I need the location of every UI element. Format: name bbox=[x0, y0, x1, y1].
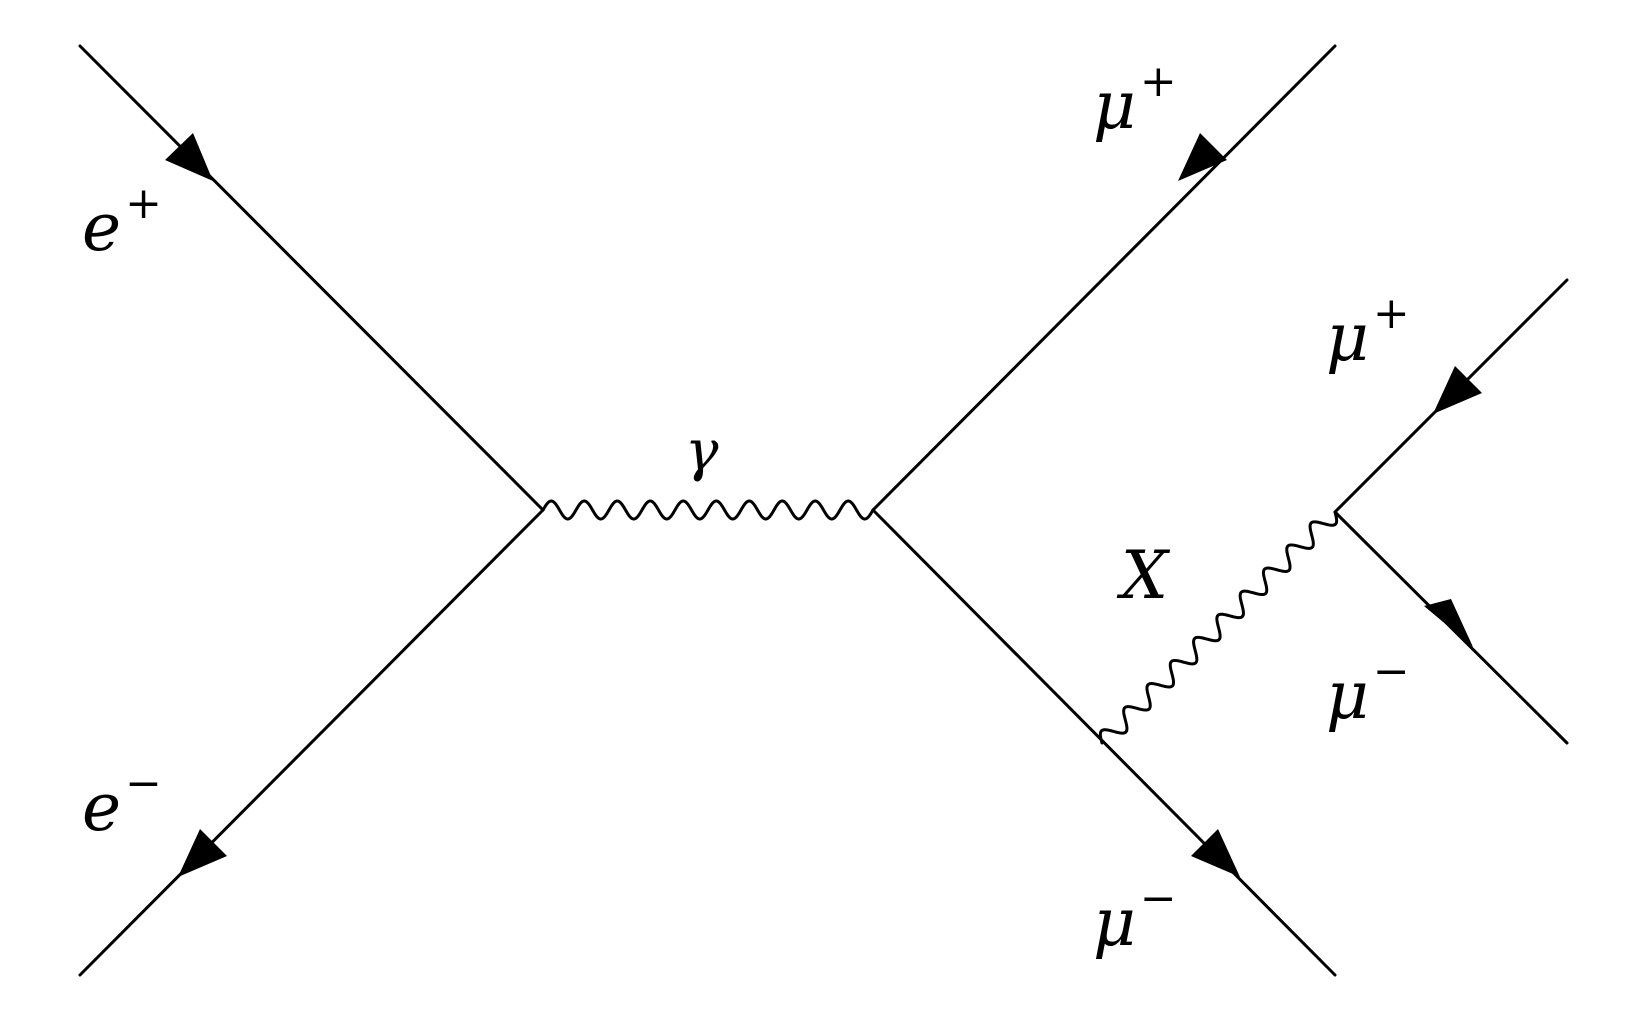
x-boson-propagator bbox=[1098, 510, 1339, 745]
photon-label: γ bbox=[685, 419, 719, 484]
mu-plus-right-label: μ+ bbox=[1326, 288, 1410, 376]
e-minus-line bbox=[78, 508, 545, 977]
e-minus-label: e− bbox=[82, 758, 162, 846]
photon-propagator bbox=[541, 499, 875, 521]
mu-minus-right-arrow bbox=[1424, 599, 1473, 647]
e-plus-line bbox=[78, 44, 545, 512]
e-plus-arrow bbox=[165, 133, 213, 181]
mu-plus-top-arrow bbox=[1178, 133, 1227, 181]
mu-minus-bottom-label: μ− bbox=[1093, 873, 1177, 961]
mu-plus-top-label: μ+ bbox=[1093, 56, 1177, 144]
mu-minus-right-label: μ− bbox=[1326, 646, 1410, 734]
mu-plus-right-arrow bbox=[1433, 366, 1482, 414]
x-boson-label: X bbox=[1116, 537, 1171, 614]
mu-minus-bottom-line bbox=[871, 508, 1337, 977]
mu-minus-bottom-arrow bbox=[1191, 829, 1240, 877]
mu-plus-top-line bbox=[871, 44, 1337, 512]
e-plus-label: e+ bbox=[82, 178, 162, 266]
e-minus-arrow bbox=[178, 829, 227, 877]
